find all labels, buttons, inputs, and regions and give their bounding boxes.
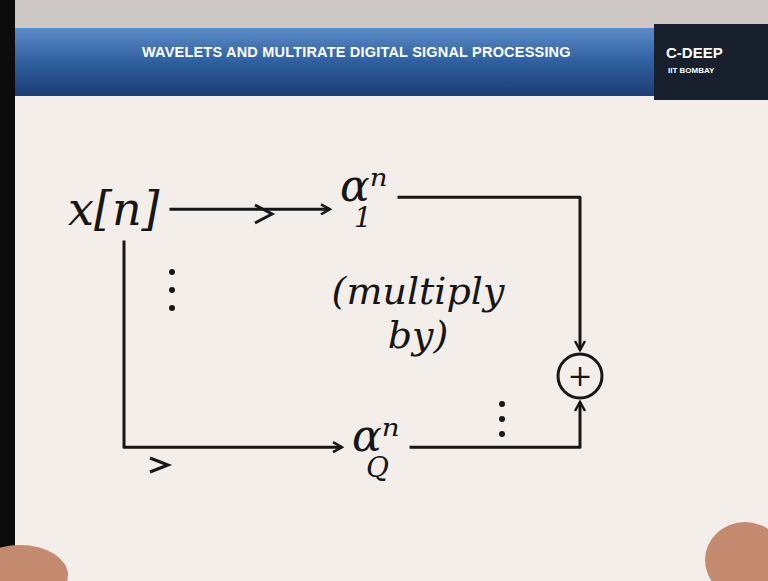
node-text: αⁿ [340, 162, 388, 210]
ellipsis-dot [169, 287, 175, 293]
banner-title: WAVELETS AND MULTIRATE DIGITAL SIGNAL PR… [142, 44, 571, 60]
subscript: Q [366, 454, 400, 482]
ellipsis-dot [169, 305, 175, 311]
annotation: (multiply by) [318, 270, 518, 357]
logo-box [654, 24, 768, 100]
logo-subtext: IIT BOMBAY [668, 66, 714, 75]
signal-connector [124, 241, 342, 448]
subscript: 1 [354, 204, 388, 232]
hand [0, 545, 68, 581]
signal-input: x[n] [62, 182, 165, 237]
top-strip [0, 0, 768, 30]
exponential-multiplier: αⁿQ [346, 410, 406, 484]
summing-junction: + [556, 352, 604, 400]
ellipsis-dot [499, 401, 505, 407]
ellipsis-dot [169, 269, 175, 275]
left-edge [0, 0, 15, 581]
exponential-multiplier: αⁿ1 [334, 160, 394, 234]
ellipsis-dot [499, 431, 505, 437]
ellipsis-dot [499, 416, 505, 422]
signal-connector [169, 208, 330, 211]
node-text: + [556, 352, 604, 400]
mid-arrowhead [150, 458, 168, 472]
mid-arrowhead [255, 205, 272, 223]
logo-text: C-DEEP [666, 44, 723, 61]
node-text: x[n] [68, 184, 159, 235]
signal-connector [410, 402, 580, 447]
banner [0, 28, 768, 96]
node-text: αⁿ [352, 412, 400, 460]
hand [705, 522, 768, 581]
